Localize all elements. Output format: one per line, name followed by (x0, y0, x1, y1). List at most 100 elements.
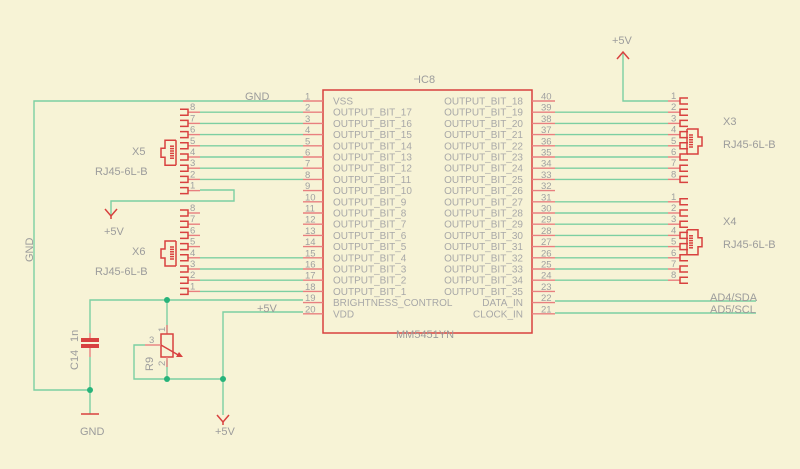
connector-pin-7[interactable]: 7 (668, 259, 688, 273)
pin-number: 7 (305, 159, 310, 170)
connector-pin-7[interactable]: 7 (180, 113, 200, 128)
connector-pin-4[interactable]: 4 (180, 248, 200, 262)
connector-pin-8[interactable]: 8 (668, 169, 688, 184)
pin-number: 1 (305, 92, 310, 103)
connector-pin-8[interactable]: 8 (180, 203, 200, 217)
supply-5v-bottom[interactable]: +5V (215, 414, 236, 438)
svg-text:1: 1 (190, 181, 195, 192)
connector-pin-3[interactable]: 3 (668, 113, 688, 128)
connector-pin-6[interactable]: 6 (180, 225, 200, 240)
svg-text:8: 8 (671, 169, 676, 180)
pin-name: OUTPUT_BIT_16 (333, 119, 412, 130)
capacitor-c14[interactable]: 1n C14 (69, 330, 99, 370)
connector-pin-5[interactable]: 5 (668, 237, 688, 251)
connector-pin-4[interactable]: 4 (180, 147, 200, 161)
connector-pin-1[interactable]: 1 (180, 181, 200, 195)
wire-5v-x3 (622, 53, 668, 102)
connector-pin-7[interactable]: 7 (668, 158, 688, 172)
ic-value: MM5451YN (396, 329, 454, 341)
c14-value: 1n (69, 330, 81, 342)
connector-pin-5[interactable]: 5 (180, 237, 200, 251)
connector-pin-8[interactable]: 8 (180, 102, 200, 116)
supply-5v-top[interactable]: +5V (612, 35, 633, 60)
connector-pin-3[interactable]: 3 (180, 259, 200, 273)
connector-pin-1[interactable]: 1 (668, 91, 688, 105)
connector-pin-5[interactable]: 5 (668, 136, 688, 150)
connector-pin-4[interactable]: 4 (668, 125, 688, 139)
potentiometer-r9[interactable]: 1 2 3 R9 (144, 325, 183, 371)
pin-name: VDD (333, 309, 354, 320)
pin-number: 17 (305, 271, 316, 282)
connector-pin-2[interactable]: 2 (180, 270, 200, 284)
connector-pin-3[interactable]: 3 (668, 214, 688, 228)
pin-name: OUTPUT_BIT_8 (333, 209, 407, 220)
pin-number: 9 (305, 181, 310, 192)
connector-pin-5[interactable]: 5 (180, 136, 200, 150)
pin-number: 22 (541, 293, 552, 304)
connector-pin-8[interactable]: 8 (668, 270, 688, 284)
connector-pin-3[interactable]: 3 (180, 158, 200, 172)
connector-pin-2[interactable]: 2 (668, 102, 688, 116)
pin-number: 10 (305, 192, 316, 203)
connector-pin-4[interactable]: 4 (668, 225, 688, 240)
connector-pin-2[interactable]: 2 (668, 203, 688, 217)
connector-pin-1[interactable]: 1 (668, 192, 688, 206)
connector-pin-2[interactable]: 2 (180, 169, 200, 184)
pin-name: CLOCK_IN (473, 309, 523, 320)
pin-name: OUTPUT_BIT_3 (333, 265, 407, 276)
connector-pin-6[interactable]: 6 (668, 147, 688, 161)
gnd-symbol-bottom[interactable]: GND (80, 413, 105, 438)
supply-5v-x5[interactable]: +5V (104, 208, 125, 238)
connector-pin-6[interactable]: 6 (668, 248, 688, 262)
connector-pin-6[interactable]: 6 (180, 125, 200, 139)
connector-pin-1[interactable]: 1 (180, 281, 200, 296)
connector-pin-7[interactable]: 7 (180, 214, 200, 228)
